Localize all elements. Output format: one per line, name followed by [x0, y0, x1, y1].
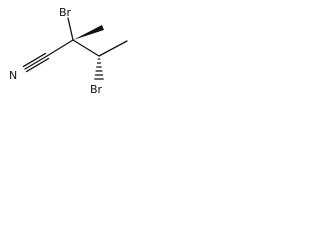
bond-c2-methyl-wedge [73, 25, 104, 40]
bond-c1-n-triple [22, 52, 50, 73]
molecule-structure: Br N Br [9, 6, 128, 96]
atom-br-bottom: Br [90, 83, 103, 96]
bond-c2-c3 [72, 39, 100, 57]
bond-c2-br [67, 17, 74, 41]
bond-c3-c4 [98, 40, 128, 57]
bond-c3-br-hash [94, 58, 104, 80]
bond-c2-c1 [46, 39, 74, 57]
atom-nitrogen: N [9, 69, 17, 82]
atom-br-top: Br [59, 6, 72, 19]
